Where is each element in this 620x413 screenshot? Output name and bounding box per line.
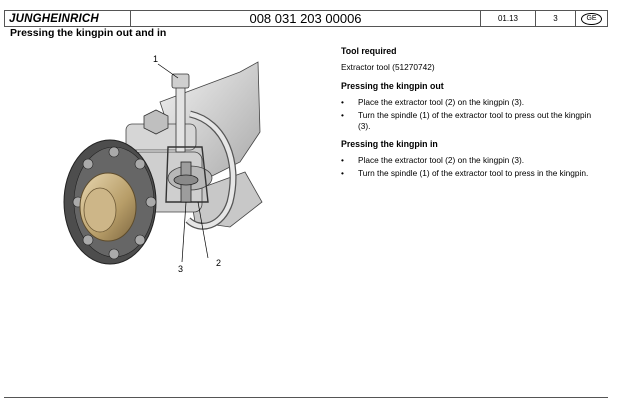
step-text: Turn the spindle (1) of the extractor to… <box>358 110 592 131</box>
document-header: JUNGHEINRICH 008 031 203 00006 01.13 3 G… <box>4 10 608 27</box>
language-badge: GE <box>581 12 602 25</box>
page-title: Pressing the kingpin out and in <box>10 27 167 39</box>
bullet: • <box>341 110 344 120</box>
callout-1: 1 <box>153 54 159 64</box>
list-item: • Turn the spindle (1) of the extractor … <box>341 110 603 131</box>
page-number: 3 <box>536 11 576 26</box>
kingpin-illustration: 1 2 3 <box>40 52 282 292</box>
list-item: • Turn the spindle (1) of the extractor … <box>341 168 603 179</box>
press-in-steps: • Place the extractor tool (2) on the ki… <box>341 155 603 179</box>
press-out-heading: Pressing the kingpin out <box>341 81 444 91</box>
document-date: 01.13 <box>481 11 536 26</box>
language-cell: GE <box>576 11 607 26</box>
list-item: • Place the extractor tool (2) on the ki… <box>341 97 603 108</box>
step-text: Place the extractor tool (2) on the king… <box>358 96 525 107</box>
press-in-heading: Pressing the kingpin in <box>341 139 438 149</box>
bullet: • <box>341 168 344 178</box>
logo-text: JUNGHEINRICH <box>9 12 99 25</box>
document-number: 008 031 203 00006 <box>131 11 481 26</box>
footer-divider <box>4 397 608 398</box>
bullet: • <box>341 96 344 107</box>
step-text: Turn the spindle (1) of the extractor to… <box>358 168 589 178</box>
list-item: • Place the extractor tool (2) on the ki… <box>341 155 603 166</box>
tool-required-text: Extractor tool (51270742) <box>341 61 435 72</box>
tool-required-heading: Tool required <box>341 46 397 56</box>
axle-drawing <box>63 61 263 265</box>
brand-logo: JUNGHEINRICH <box>5 11 131 26</box>
step-text: Place the extractor tool (2) on the king… <box>358 154 525 165</box>
press-out-steps: • Place the extractor tool (2) on the ki… <box>341 97 603 132</box>
bullet: • <box>341 154 344 165</box>
callout-3: 3 <box>178 264 184 274</box>
callout-2: 2 <box>216 258 222 268</box>
instructions: Tool required Extractor tool (51270742) … <box>341 46 603 187</box>
